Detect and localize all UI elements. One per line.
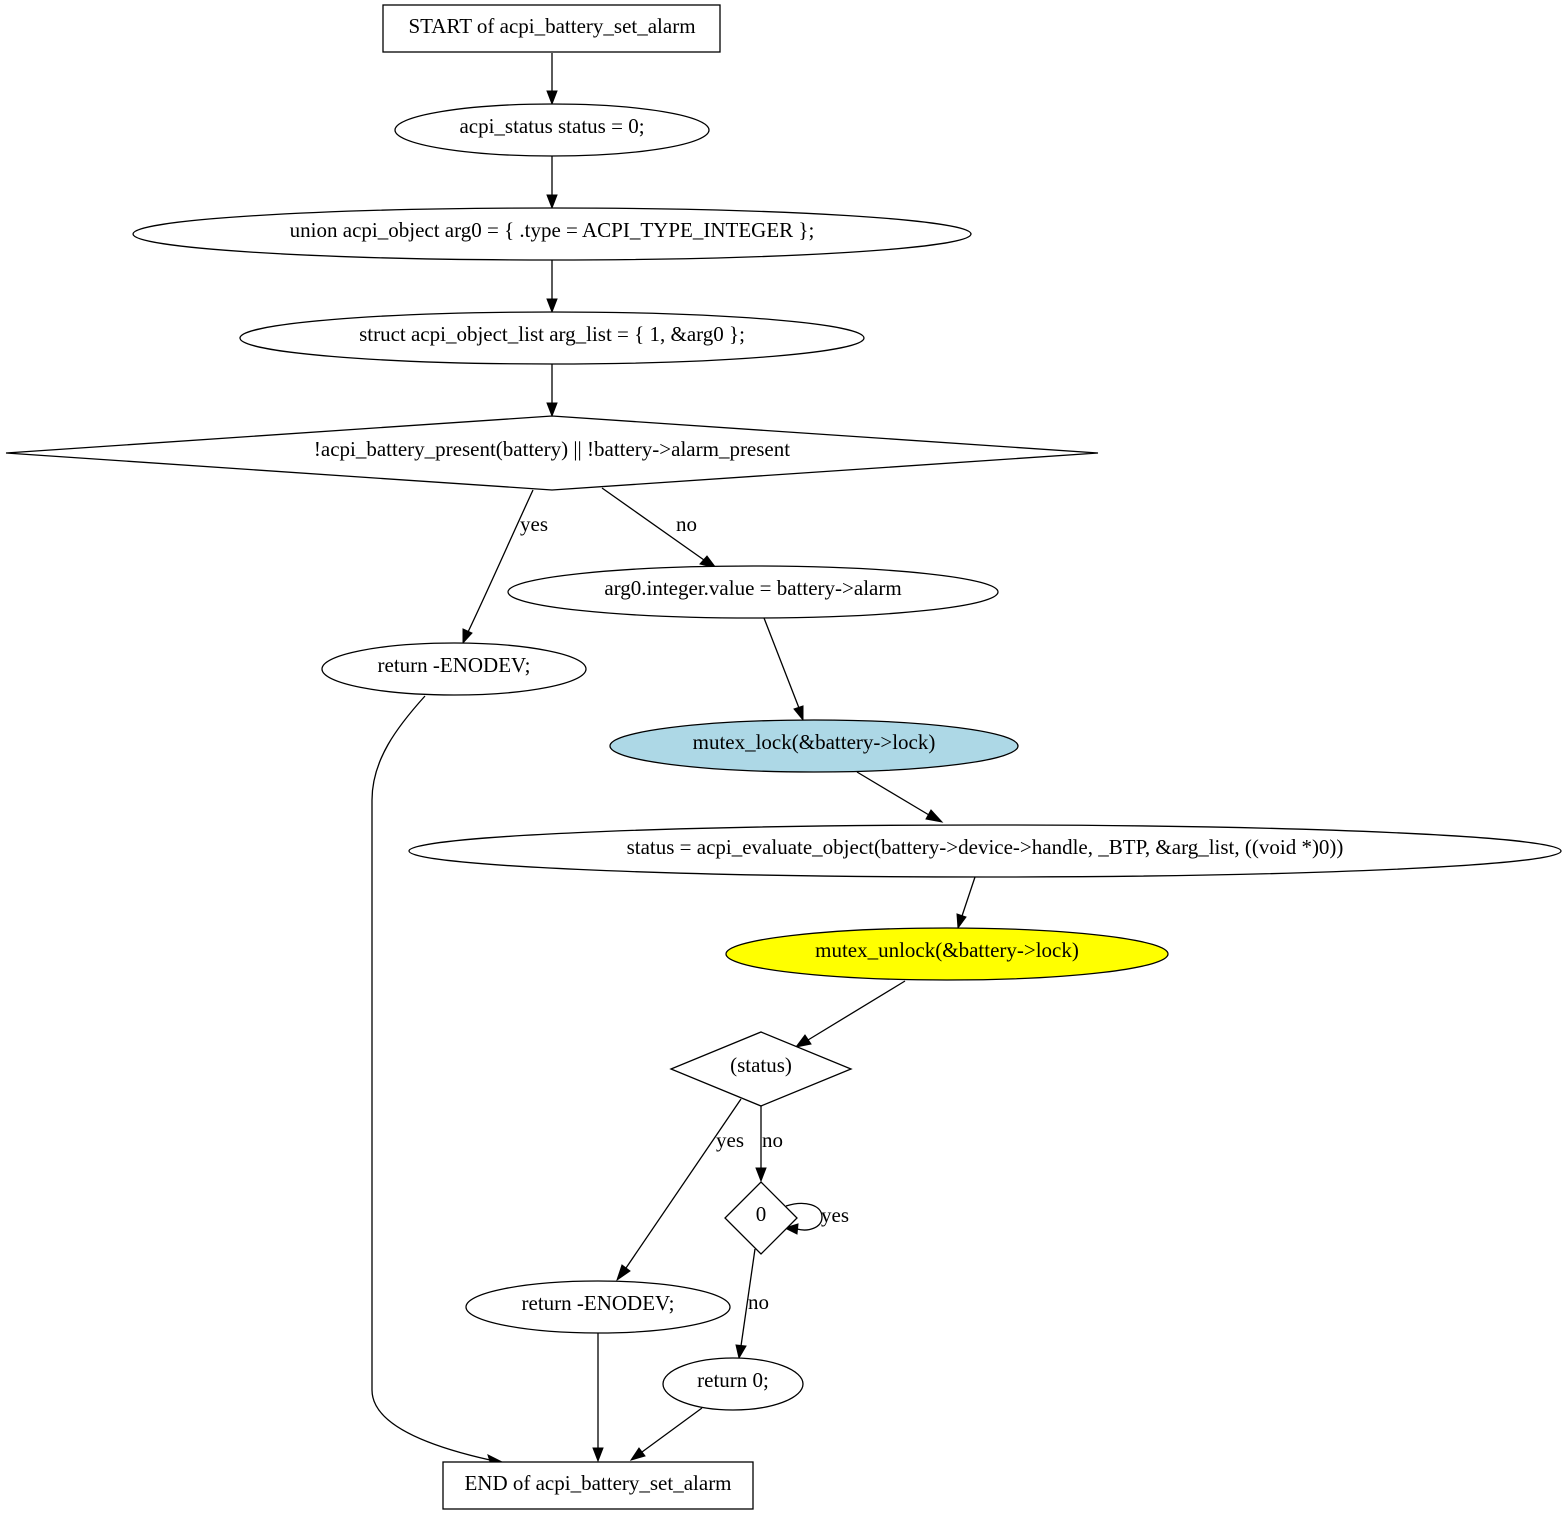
status-init-node-label: acpi_status status = 0;	[459, 114, 644, 138]
evaluate-node-shape	[408, 824, 1562, 878]
edge-label-status-yes: yes	[716, 1128, 744, 1152]
edge-cond-present-yes	[467, 489, 534, 633]
cond-present-node-shape	[5, 415, 1099, 491]
mutex-lock-node-label: mutex_lock(&battery->lock)	[693, 730, 936, 754]
nodes: START of acpi_battery_set_alarm acpi_sta…	[5, 4, 1562, 1510]
edge-label-zero-yes: yes	[821, 1203, 849, 1227]
arglist-init-node: struct acpi_object_list arg_list = { 1, …	[239, 311, 865, 365]
evaluate-node-label: status = acpi_evaluate_object(battery->d…	[627, 835, 1344, 859]
edge-evaluate-to-mutex-unlock	[961, 876, 976, 917]
end-node-shape	[442, 1461, 754, 1510]
arrowhead	[925, 809, 944, 823]
return-zero-node: return 0;	[662, 1357, 804, 1411]
return-enodev-1-node-shape	[321, 642, 587, 696]
return-enodev-1-node: return -ENODEV;	[321, 642, 587, 696]
edge-label-zero-no: no	[748, 1290, 769, 1314]
return-enodev-2-node-shape	[465, 1280, 731, 1334]
edge-arg0-assign-to-mutex-lock	[763, 617, 800, 709]
arg0-assign-node: arg0.integer.value = battery->alarm	[507, 565, 999, 619]
arrowhead	[956, 913, 967, 930]
arrowhead	[546, 90, 558, 106]
edge-return-enodev-1-to-end	[371, 695, 491, 1461]
evaluate-node: status = acpi_evaluate_object(battery->d…	[408, 824, 1562, 878]
arrowhead	[794, 1034, 812, 1048]
status-init-node: acpi_status status = 0;	[394, 103, 710, 157]
cond-status-node: (status)	[669, 1031, 853, 1107]
arrowhead	[735, 1344, 747, 1360]
mutex-lock-node-shape	[609, 719, 1019, 773]
return-enodev-1-node-label: return -ENODEV;	[378, 653, 531, 677]
edge-cond-status-yes	[625, 1098, 742, 1269]
arrowhead	[546, 194, 558, 210]
edge-mutex-unlock-to-cond-status	[807, 980, 906, 1041]
cond-zero-node-shape	[724, 1181, 798, 1255]
end-node-label: END of acpi_battery_set_alarm	[464, 1471, 731, 1495]
mutex-unlock-node-shape	[725, 927, 1169, 981]
edge-cond-zero-no	[740, 1248, 756, 1347]
edge-labels: yes no yes no yes no	[520, 512, 849, 1314]
edge-return-zero-to-end	[641, 1407, 703, 1453]
edge-cond-zero-yes-loop	[785, 1202, 823, 1231]
arg0-init-node-shape	[132, 207, 972, 261]
cond-present-node-label: !acpi_battery_present(battery) || !batte…	[314, 437, 790, 461]
start-node-label: START of acpi_battery_set_alarm	[408, 14, 695, 38]
cond-present-node: !acpi_battery_present(battery) || !batte…	[5, 415, 1099, 491]
arg0-init-node-label: union acpi_object arg0 = { .type = ACPI_…	[290, 218, 815, 242]
start-node: START of acpi_battery_set_alarm	[382, 4, 721, 53]
edge-label-present-yes: yes	[520, 512, 548, 536]
arrowhead	[546, 402, 558, 418]
arrowhead	[755, 1167, 767, 1183]
arglist-init-node-label: struct acpi_object_list arg_list = { 1, …	[359, 322, 745, 346]
cond-zero-node: 0	[724, 1181, 798, 1255]
arglist-init-node-shape	[239, 311, 865, 365]
mutex-unlock-node: mutex_unlock(&battery->lock)	[725, 927, 1169, 981]
start-node-shape	[382, 4, 721, 53]
arrowhead	[462, 628, 473, 645]
edge-label-status-no: no	[762, 1128, 783, 1152]
arrowhead	[616, 1264, 631, 1282]
end-node: END of acpi_battery_set_alarm	[442, 1461, 754, 1510]
return-zero-node-shape	[662, 1357, 804, 1411]
return-enodev-2-node: return -ENODEV;	[465, 1280, 731, 1334]
cond-status-node-shape	[669, 1031, 853, 1107]
edge-cond-present-no	[601, 487, 705, 561]
edge-label-present-no: no	[676, 512, 697, 536]
arg0-assign-node-shape	[507, 565, 999, 619]
arg0-init-node: union acpi_object arg0 = { .type = ACPI_…	[132, 207, 972, 261]
arg0-assign-node-label: arg0.integer.value = battery->alarm	[604, 576, 901, 600]
return-zero-node-label: return 0;	[697, 1368, 769, 1392]
arrowhead	[592, 1447, 604, 1463]
arrowhead	[629, 1447, 646, 1461]
return-enodev-2-node-label: return -ENODEV;	[522, 1291, 675, 1315]
arrowhead	[546, 298, 558, 314]
edges	[371, 53, 976, 1466]
cond-zero-node-label: 0	[756, 1202, 767, 1226]
mutex-lock-node: mutex_lock(&battery->lock)	[609, 719, 1019, 773]
status-init-node-shape	[394, 103, 710, 157]
mutex-unlock-node-label: mutex_unlock(&battery->lock)	[815, 938, 1079, 962]
arrowhead	[793, 705, 804, 722]
arrowhead	[783, 1223, 799, 1235]
cond-status-node-label: (status)	[730, 1053, 792, 1077]
edge-mutex-lock-to-evaluate	[856, 771, 930, 816]
